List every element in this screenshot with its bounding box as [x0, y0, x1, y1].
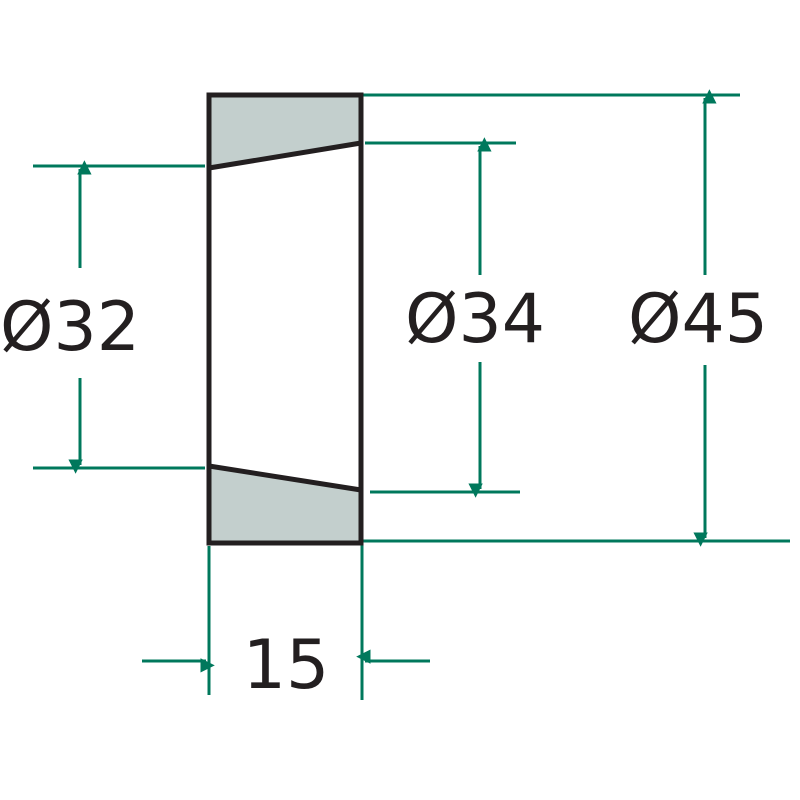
- part-outline: [206, 92, 364, 546]
- extension-lines: [33, 93, 790, 700]
- label-diameter-45: Ø45: [628, 280, 768, 359]
- label-diameter-34: Ø34: [405, 280, 545, 359]
- section-top-hatch: [209, 95, 361, 168]
- label-width-15: 15: [243, 626, 330, 705]
- label-diameter-32: Ø32: [0, 288, 140, 367]
